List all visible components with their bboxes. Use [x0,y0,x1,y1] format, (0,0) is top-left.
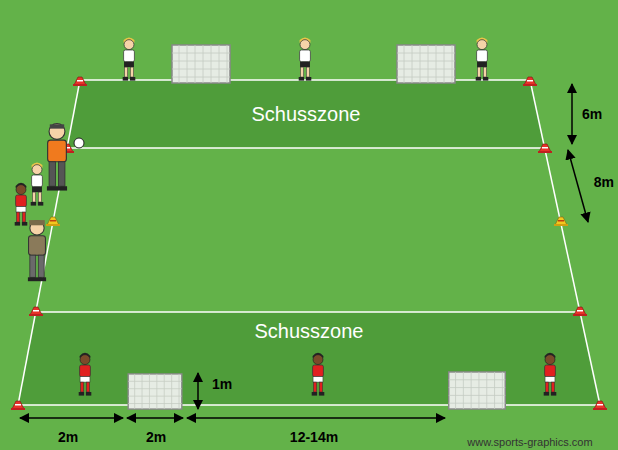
zone-label: Schusszone [255,320,364,343]
watermark: www.sports-graphics.com [467,436,592,448]
dimension-label: 2m [146,429,166,445]
dimension-label: 6m [582,106,602,122]
shooting-zone: Schusszone [67,80,545,148]
dimension-label: 2m [58,429,78,445]
zone-label: Schusszone [252,103,361,126]
dimension-label: 8m [594,174,614,190]
dimension-label: 12-14m [290,429,338,445]
shooting-zone: Schusszone [18,312,600,405]
dimension-label: 1m [212,376,232,392]
